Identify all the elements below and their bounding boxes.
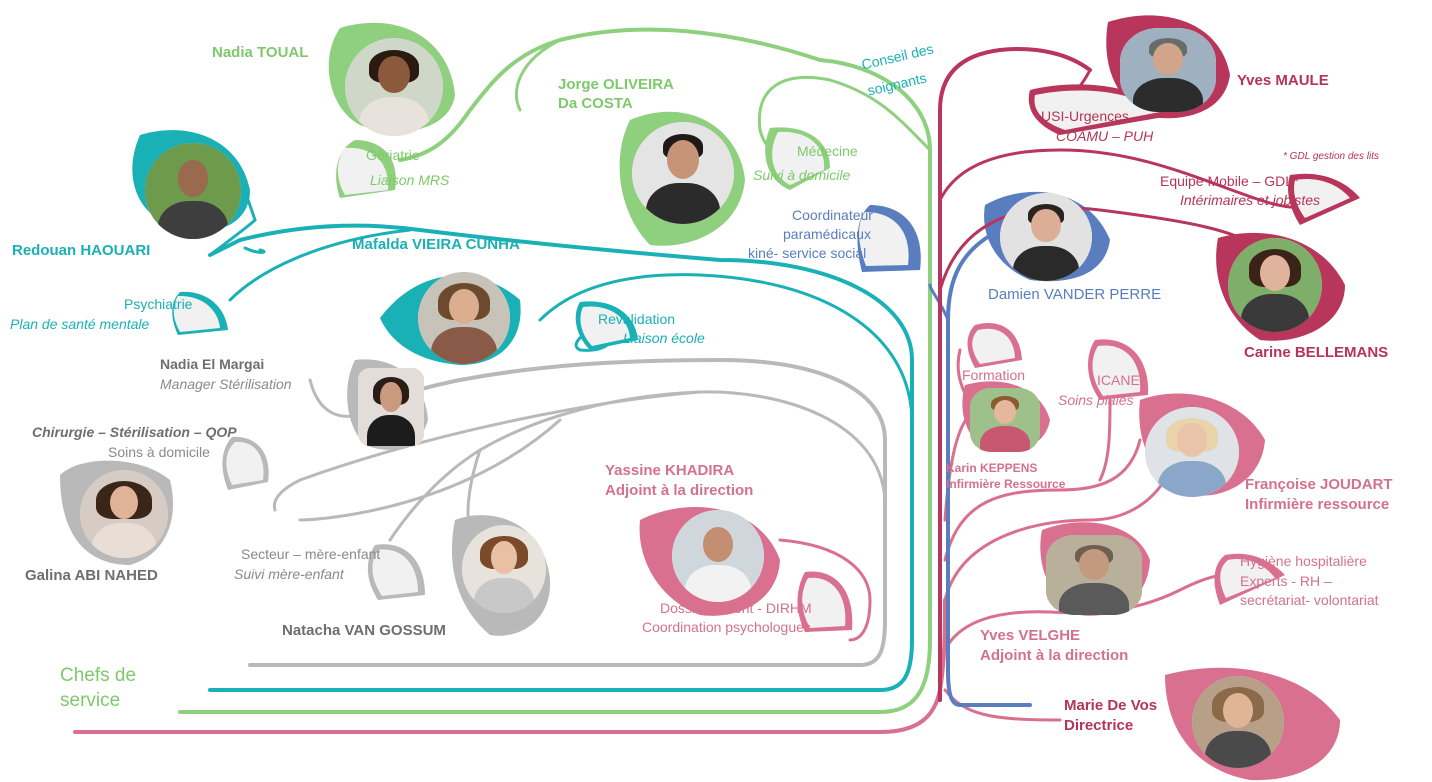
note-gdl: * GDL gestion des lits: [1283, 151, 1379, 162]
name-karin: Karin KEPPENS: [946, 461, 1038, 475]
photo-redouan: [145, 143, 241, 239]
photo-yves-velghe: [1046, 535, 1142, 615]
role-medecine: Médecine: [797, 143, 858, 159]
role-coordination-psychologues: Coordination psychologues: [642, 619, 811, 635]
role-coamu: COAMU – PUH: [1056, 128, 1154, 144]
role-coordinateur: Coordinateur: [792, 207, 873, 223]
photo-karin: [970, 388, 1040, 452]
green-main-branch: [178, 27, 932, 714]
photo-yassine: [672, 510, 764, 602]
grey-main-branch: [248, 357, 887, 667]
photo-marie: [1192, 676, 1284, 768]
name-yves-maule: Yves MAULE: [1237, 72, 1329, 89]
role-manager-sterilisation: Manager Stérilisation: [160, 376, 292, 392]
role-karin: Infirmière Ressource: [946, 477, 1066, 491]
name-redouan: Redouan HAOUARI: [12, 242, 151, 259]
crimson-main-branch: [938, 47, 1092, 702]
role-icane: ICANE: [1097, 372, 1140, 388]
role-soins-plaies: Soins plaies: [1058, 392, 1134, 408]
role-liaison-mrs: Liaison MRS: [370, 172, 450, 188]
name-nadia-el: Nadia El Margai: [160, 356, 265, 372]
photo-carine: [1228, 238, 1322, 332]
role-francoise: Infirmière ressource: [1245, 496, 1390, 513]
name-jorge-line2: Da COSTA: [558, 95, 633, 112]
photo-mafalda: [418, 272, 510, 364]
name-marie: Marie De Vos: [1064, 697, 1158, 714]
role-yves-velghe: Adjoint à la direction: [980, 647, 1129, 664]
role-plan-sante: Plan de santé mentale: [10, 316, 150, 332]
role-secteur: Secteur – mère-enfant: [241, 546, 381, 562]
photo-natacha: [462, 525, 546, 613]
photo-nadia-el: [358, 368, 424, 446]
role-dossier-patient: Dossier patient - DIRHM: [660, 600, 812, 616]
photo-nadia-toual: [345, 38, 443, 136]
name-yassine: Yassine KHADIRA: [605, 462, 735, 479]
name-galina: Galina ABI NAHED: [25, 567, 158, 584]
role-kine: kiné- service social: [748, 245, 867, 261]
role-experts-rh: Experts - RH –: [1240, 573, 1332, 589]
role-suivi-mere-enfant: Suivi mère-enfant: [234, 566, 344, 582]
label-chefs-line2: service: [60, 690, 121, 711]
name-yves-velghe: Yves VELGHE: [980, 627, 1081, 644]
name-mafalda: Mafalda VIEIRA CUNHA: [352, 236, 520, 253]
role-chirurgie: Chirurgie – Stérilisation – QOP: [32, 424, 237, 440]
role-suivi-domicile: Suivi à domicile: [753, 167, 851, 183]
role-formation: Formation: [962, 367, 1026, 383]
name-natacha: Natacha VAN GOSSUM: [282, 622, 446, 639]
role-paramedicaux: paramédicaux: [783, 226, 871, 242]
name-carine: Carine BELLEMANS: [1244, 344, 1389, 361]
role-liaison-ecole: Liaison école: [623, 330, 705, 346]
name-damien: Damien VANDER PERRE: [988, 286, 1162, 303]
role-yassine-adjoint: Adjoint à la direction: [605, 482, 754, 499]
name-jorge-line1: Jorge OLIVEIRA: [558, 76, 674, 93]
label-chefs-line1: Chefs de: [60, 665, 137, 686]
role-usi: USI-Urgences: [1041, 108, 1129, 124]
photo-damien: [1000, 193, 1092, 281]
role-secretariat: secrétariat- volontariat: [1240, 592, 1379, 608]
inner-leaves: [173, 90, 1350, 628]
name-nadia-toual: Nadia TOUAL: [212, 44, 309, 61]
branch-lines: [73, 27, 1332, 734]
photo-yves-maule: [1120, 28, 1216, 112]
role-interimaires: Intérimaires et jobistes: [1180, 192, 1321, 208]
photo-francoise: [1145, 407, 1239, 497]
role-hygiene: Hygiène hospitalière: [1240, 553, 1367, 569]
role-marie-directrice: Directrice: [1064, 717, 1134, 734]
role-revalidation: Revalidation: [598, 311, 676, 327]
role-psychiatrie: Psychiatrie: [124, 296, 193, 312]
photo-galina: [80, 470, 168, 558]
role-geriatrie: Gériatrie: [366, 147, 420, 163]
name-francoise: Françoise JOUDART: [1245, 476, 1393, 493]
photo-jorge: [632, 122, 734, 224]
role-equipe-mobile: Equipe Mobile – GDL*: [1160, 173, 1299, 189]
teal-main-branch: [208, 223, 914, 692]
role-soins-domicile: Soins à domicile: [108, 444, 210, 460]
